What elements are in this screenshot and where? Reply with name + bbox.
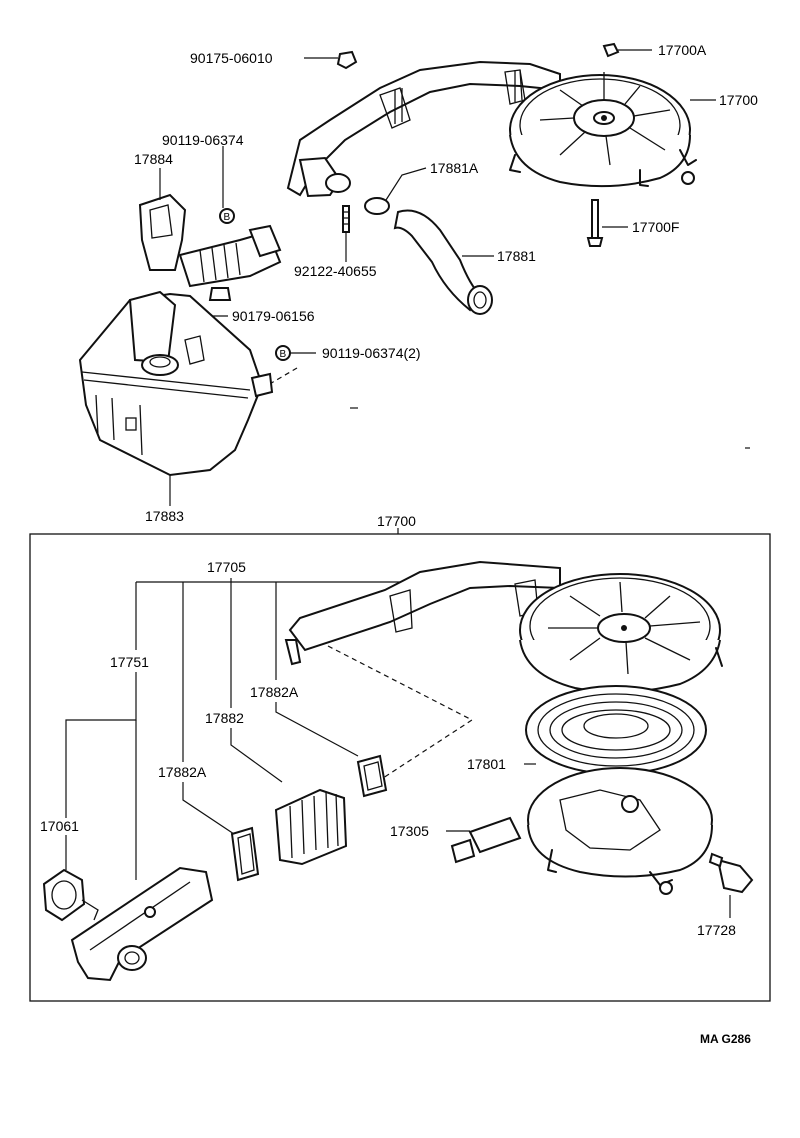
figure-code: MA G286 [700,1032,751,1046]
marker-b-lower: B [267,345,316,386]
label-92122-40655: 92122-40655 [294,263,377,279]
label-17882A-top: 17882A [250,684,299,700]
label-17881A: 17881A [430,160,479,176]
label-17700F: 17700F [632,219,679,235]
label-17705: 17705 [207,559,246,575]
exploded-view-frame [29,528,771,1002]
label-17882A-low: 17882A [158,764,207,780]
marker-letter-2: B [280,349,287,360]
stud-92122-40655 [342,205,350,262]
marker-letter: B [224,212,231,223]
leader-bracket [65,578,400,880]
clip-90175-06010 [304,50,358,70]
label-17884: 17884 [134,151,173,167]
label-17881: 17881 [497,248,536,264]
hose-17881 [393,209,494,315]
resonator-tank-17883 [78,290,274,506]
dashed-link-duct [327,645,474,781]
intake-elbow-17884 [138,168,282,301]
label-17801: 17801 [467,756,506,772]
label-90119-06374-2: 90119-06374(2) [322,345,421,361]
intake-duct-17751 [70,866,214,982]
frame-header-17700: 17700 [377,513,416,529]
label-17305: 17305 [390,823,429,839]
label-17700: 17700 [719,92,758,108]
label-17700A: 17700A [658,42,707,58]
boot-17882 [274,788,348,866]
filter-element-17801 [524,685,707,775]
clamp-17881A [364,167,427,215]
label-17751: 17751 [110,654,149,670]
label-17883: 17883 [145,508,184,524]
actuator-17061 [42,868,99,922]
vsv-17305 [446,816,522,864]
label-17882: 17882 [205,710,244,726]
label-17061: 17061 [40,818,79,834]
gasket-17882A-top [356,754,388,798]
label-90175-06010: 90175-06010 [190,50,273,66]
sensor-17728 [708,852,754,918]
air-cleaner-cap-lower [284,560,723,694]
label-17728: 17728 [697,922,736,938]
air-cleaner-case-lower [527,767,713,895]
bolt-17700F [586,199,628,247]
gasket-17882A-low [230,826,260,882]
clip-17700A [602,42,652,58]
label-90179-06156: 90179-06156 [232,308,315,324]
marker-b-upper: B [219,146,235,224]
air-cleaner-housing-upper [286,60,697,198]
label-90119-06374: 90119-06374 [162,132,244,148]
